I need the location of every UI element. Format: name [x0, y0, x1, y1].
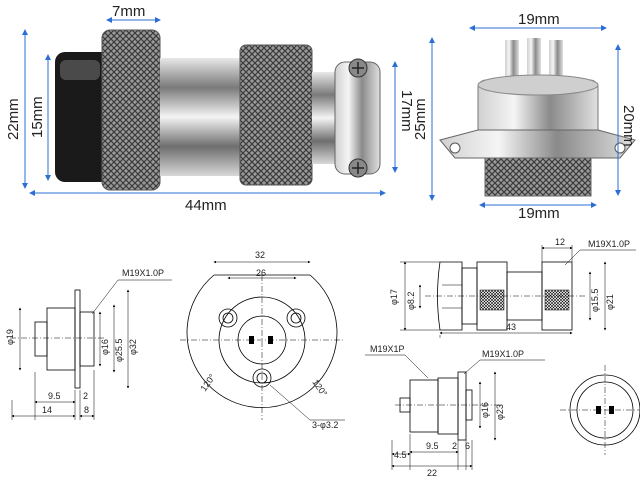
dim-17mm: 17mm — [398, 90, 415, 132]
d1-len9-5: 9.5 — [48, 391, 61, 401]
d1-thread: M19X1.0P — [122, 268, 164, 278]
d1-len2: 2 — [83, 391, 88, 401]
d1-dia25-5: φ25.5 — [114, 339, 124, 362]
drawing-socket-side: φ19 φ16 φ25.5 φ32 M19X1.0P 9.5 2 14 8 — [5, 268, 172, 420]
dim-15mm: 15mm — [29, 96, 46, 138]
d4-dia23: φ23 — [495, 404, 505, 420]
d1-dia19: φ19 — [5, 329, 15, 345]
socket-flange — [439, 129, 636, 159]
socket-dimensions: 19mm 25mm 20mm 19mm — [412, 11, 637, 222]
d3-dia8-2: φ8.2 — [406, 292, 416, 310]
plug-dimensions: 7mm 22mm 15mm 17mm 44mm — [5, 3, 415, 214]
dim-20mm: 20mm — [620, 105, 637, 147]
d3-len43: 43 — [506, 322, 516, 332]
d3-dia21: φ21 — [605, 294, 615, 310]
plug-cable-clamp — [334, 61, 381, 175]
drawing-flange-front: 32 26 120° 120° 3-φ3.2 — [180, 250, 345, 430]
dim-44mm: 44mm — [185, 197, 227, 214]
plug-photo — [55, 29, 381, 191]
d2-angle-right: 120° — [310, 377, 329, 398]
socket-photo — [439, 38, 636, 197]
d4-len9-5: 9.5 — [426, 441, 439, 451]
dim-19mm-bottom: 19mm — [518, 205, 560, 222]
d4-dia16: φ16 — [480, 402, 490, 418]
d3-dia17: φ17 — [389, 289, 399, 305]
dim-22mm: 22mm — [5, 98, 22, 140]
plug-rubber-cap — [55, 52, 115, 182]
d2-w32: 32 — [255, 250, 265, 260]
plug-rear-knurl — [239, 44, 313, 186]
dim-7mm: 7mm — [112, 3, 145, 20]
d1-dia16: φ16 — [100, 339, 110, 355]
socket-thread — [484, 157, 592, 197]
d4-thread-left: M19X1P — [370, 344, 405, 354]
d3-thread: M19X1.0P — [588, 239, 630, 249]
d3-dia15-5: φ15.5 — [590, 289, 600, 312]
drawing-rear-socket-front — [560, 365, 640, 455]
d1-len8: 8 — [84, 405, 89, 415]
d3-w12: 12 — [555, 237, 565, 247]
dim-25mm: 25mm — [412, 98, 429, 140]
d2-holes: 3-φ3.2 — [312, 420, 338, 430]
drawing-rear-socket-side: M19X1P M19X1.0P φ16 φ23 9.5 2 6 4.5 22 — [365, 344, 545, 478]
d4-len22: 22 — [427, 468, 437, 478]
d2-angle-left: 120° — [198, 372, 217, 393]
d1-len14: 14 — [42, 405, 52, 415]
d4-len4-5: 4.5 — [394, 450, 407, 460]
drawing-plug-side: φ17 φ8.2 φ15.5 φ21 12 M19X1.0P 43 — [389, 237, 636, 338]
plug-body — [160, 58, 245, 176]
d4-len2: 2 — [452, 441, 457, 451]
d1-dia32: φ32 — [128, 339, 138, 355]
d4-thread-right: M19X1.0P — [482, 349, 524, 359]
dim-19mm-top: 19mm — [518, 11, 560, 28]
d4-len6: 6 — [465, 441, 470, 451]
plug-knurled-nut — [101, 29, 161, 191]
d2-w26: 26 — [256, 268, 266, 278]
